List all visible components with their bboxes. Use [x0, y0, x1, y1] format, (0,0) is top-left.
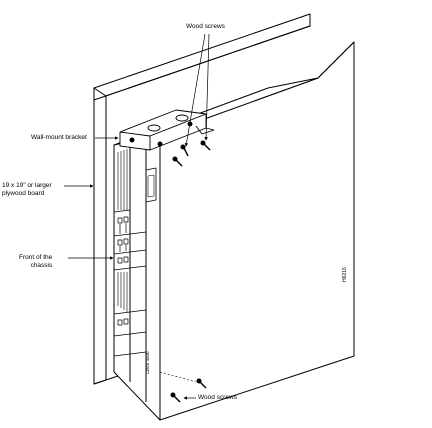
callout-front-of-chassis: Front of the chassis	[19, 254, 53, 269]
leader-lines	[64, 33, 210, 400]
wood-screws-top-icon	[172, 140, 211, 167]
chassis-front	[113, 134, 161, 421]
callout-plywood-board: 19 x 19" or larger plywood board	[2, 182, 52, 197]
wood-screws-bottom-icon	[159, 371, 207, 403]
callout-wall-mount-bracket: Wall-mount bracket	[31, 134, 87, 141]
callout-wood-screws-top: Wood screws	[186, 23, 225, 30]
plywood-board	[93, 13, 311, 385]
chassis-label: Cisco 4500	[145, 351, 150, 374]
figure-id: H6216	[342, 267, 348, 282]
callout-wood-screws-bottom: Wood screws	[198, 394, 237, 401]
